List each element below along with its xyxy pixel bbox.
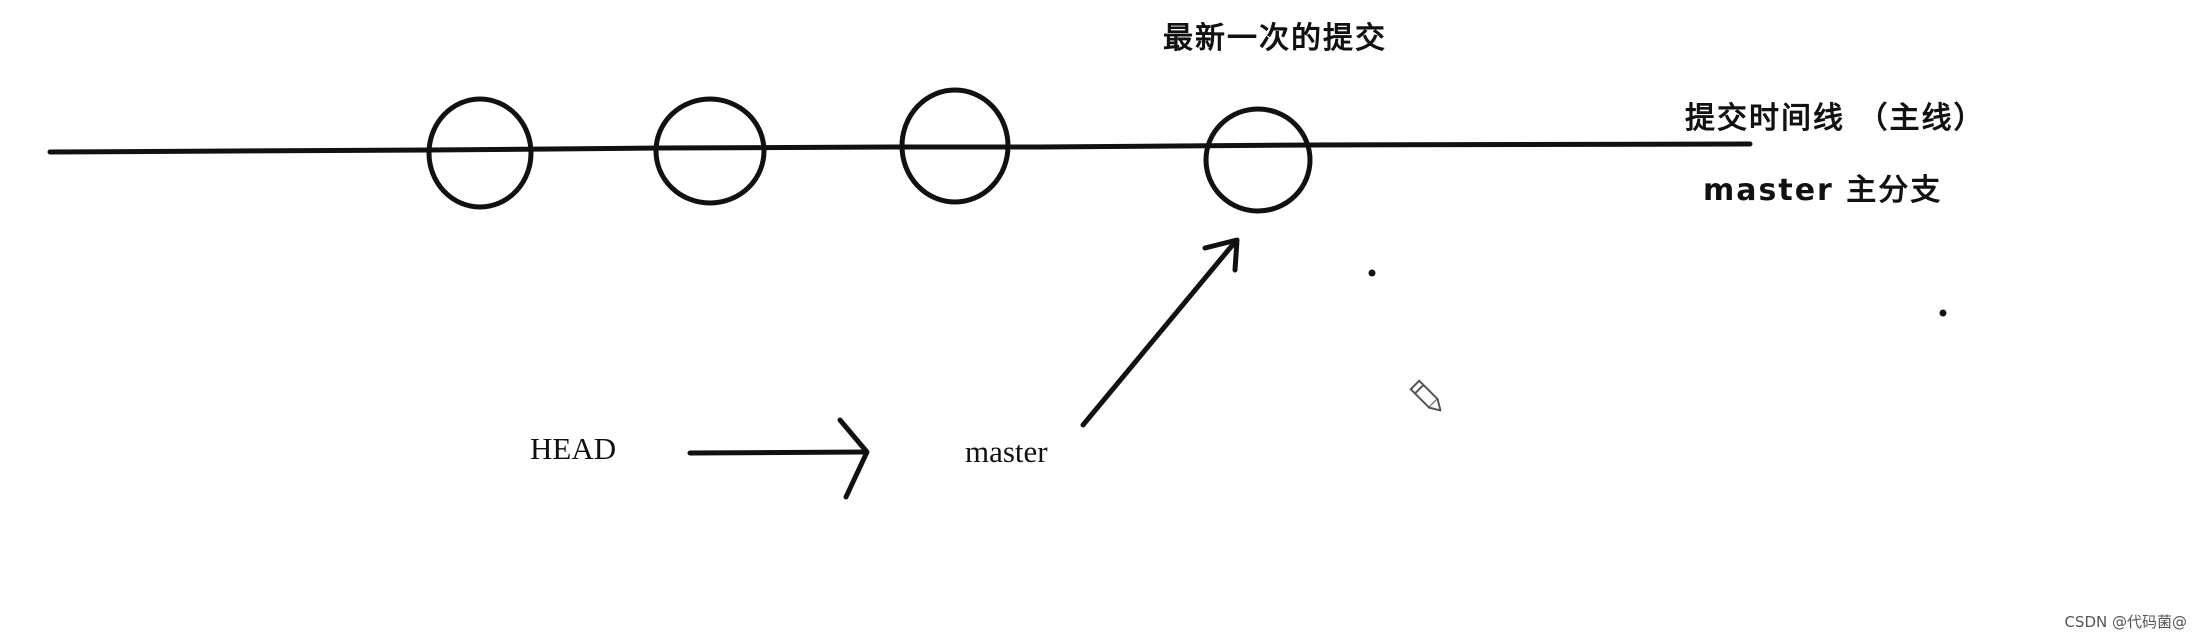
head-label: HEAD (530, 431, 617, 466)
latest-commit-label: 最新一次的提交 (1163, 21, 1387, 56)
commit-nodes (426, 87, 1313, 214)
commit-node-latest (1203, 106, 1313, 214)
commit-timeline-label: 提交时间线 （主线） (1685, 101, 1986, 136)
commit-node-2 (653, 96, 767, 206)
watermark: CSDN @代码菌@ (2064, 613, 2187, 631)
master-to-commit-arrow (1080, 239, 1238, 428)
stray-dot (1368, 269, 1376, 277)
head-arrow-head (837, 417, 870, 500)
commit-node-3 (899, 87, 1011, 205)
stray-dot (1939, 309, 1947, 317)
head-to-master-arrow (687, 449, 868, 456)
master-branch-label: master 主分支 (1703, 173, 1943, 208)
commit-node-1 (426, 96, 534, 210)
pencil-icon (1409, 379, 1442, 412)
master-pointer-label: master (965, 434, 1048, 469)
master-arrow-head (1202, 237, 1240, 273)
